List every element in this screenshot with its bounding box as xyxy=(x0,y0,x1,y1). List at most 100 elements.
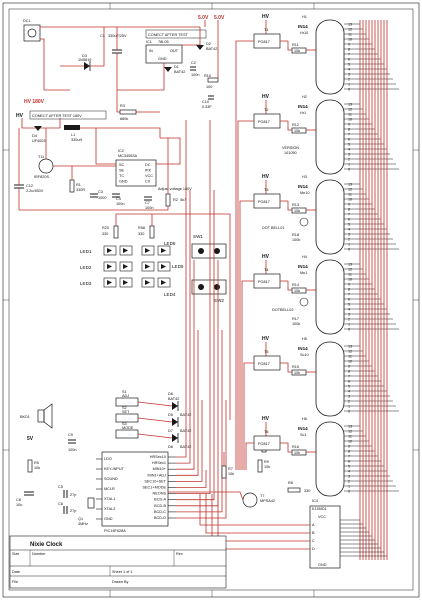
c8-value: 10u xyxy=(16,503,22,507)
opto-label: T3 xyxy=(264,188,268,192)
d1-part: BAT42 xyxy=(174,70,185,74)
driver-t3: HVT3PO817R1310kH3IN14Mn10131211109876543… xyxy=(239,174,399,470)
d2-part: BAT42 xyxy=(206,47,217,51)
pic-pin-ldo: LDO xyxy=(104,457,112,461)
connect-note-box xyxy=(145,29,207,39)
r18-label: R18 xyxy=(292,233,299,237)
tb-file: File xyxy=(12,580,18,584)
led-symbol xyxy=(123,248,128,253)
nixie-pin: 8 xyxy=(348,450,350,454)
nixie-pin: 10 xyxy=(348,360,352,364)
nixie-pin: 12 xyxy=(348,350,352,354)
led-section: R20 330 R58 330 LED1 LED2 LED3 LED6 LED5… xyxy=(80,213,231,420)
led-symbol xyxy=(161,280,166,285)
nixie-type: IN14 xyxy=(298,426,308,431)
nixie-tube xyxy=(315,99,345,175)
hv-label: HV xyxy=(262,174,270,180)
ic4-part: K155ID1 xyxy=(312,507,327,511)
r58-value: 330 xyxy=(138,232,144,236)
nixie-pin: 10 xyxy=(348,278,352,282)
driver-resistor xyxy=(291,287,307,294)
resistor-value: 10k xyxy=(294,209,300,213)
nixie-pin: 4 xyxy=(348,228,350,232)
r5-value: 10k xyxy=(34,466,40,470)
r5-resistor xyxy=(27,459,33,473)
opto-label: T2 xyxy=(264,108,268,112)
led-symbol xyxy=(161,264,166,269)
sw2-switch[interactable] xyxy=(191,279,227,295)
dc-jack xyxy=(23,24,41,42)
nixie-pin: 9 xyxy=(348,283,350,287)
t7-label: T7 xyxy=(260,494,264,498)
sw1-switch[interactable] xyxy=(191,243,227,259)
nixie-type: IN14 xyxy=(298,24,308,29)
nixie-pin: 13 xyxy=(348,263,352,267)
r2-label: R2 xyxy=(173,198,178,202)
c10-label: C10 xyxy=(202,100,209,104)
nixie-pin: 6 xyxy=(348,58,350,62)
resistor-value: 10k xyxy=(294,451,300,455)
c7-value: 100n xyxy=(145,206,153,210)
resistor-value: 10k xyxy=(294,49,300,53)
led6-label: LED6 xyxy=(164,241,176,246)
pic-right-pins: HRSec10HRSec1MIN10+MIN1+ADJSEC10+SETSEC1… xyxy=(142,120,227,520)
led-symbol xyxy=(145,264,150,269)
neon-dot-2 xyxy=(299,297,309,307)
nixie-position: Hr1 xyxy=(300,111,306,115)
resistor-label: R12 xyxy=(292,123,299,127)
d8-label: D8 xyxy=(168,445,173,449)
led3-label: LED3 xyxy=(80,281,92,286)
ic1-pin-gnd: GND xyxy=(158,57,167,61)
nixie-pin: 3 xyxy=(348,313,350,317)
driver-t6: HVT6PO817R1610kH6IN14Sc11312111098765432… xyxy=(245,416,399,497)
s3-button[interactable] xyxy=(115,429,139,439)
nixie-pin: 9 xyxy=(348,123,350,127)
ic4-pin-c: C xyxy=(312,539,315,543)
nixie-pin: 5 xyxy=(348,385,350,389)
d8-part: BAT42 xyxy=(180,445,191,449)
nixie-pin: 13 xyxy=(348,103,352,107)
nixie-pin: 3 xyxy=(348,395,350,399)
r18-value: 100k xyxy=(292,238,300,242)
ic4-pin-d: D xyxy=(312,547,315,551)
led-r2-c3 xyxy=(157,277,171,288)
c2-value: 100n xyxy=(191,73,199,77)
s1-button[interactable] xyxy=(115,397,139,407)
pic-pin-neons: NEONS xyxy=(152,492,166,496)
r7-value: 10k xyxy=(228,472,234,476)
r10-label: R10 xyxy=(204,74,211,78)
nixie-position: Mn1 xyxy=(300,271,307,275)
nixie-pin: 6 xyxy=(348,138,350,142)
nixie-pin: 12 xyxy=(348,268,352,272)
nixie-pin: 1 xyxy=(348,243,350,247)
tb-number: Number xyxy=(32,552,46,556)
nixie-type: IN14 xyxy=(298,104,308,109)
resistor-label: R13 xyxy=(292,203,299,207)
r3-value: 680k xyxy=(120,117,128,121)
opto-part: PO817 xyxy=(258,280,270,284)
outer-frame xyxy=(2,2,420,598)
nixie-position: Mn10 xyxy=(300,191,310,195)
tb-rev: Rev xyxy=(176,552,183,556)
nixie-pin: 4 xyxy=(348,390,350,394)
nixie-pin: 0 xyxy=(348,490,350,494)
d5-label: D5 xyxy=(168,413,173,417)
driver-t4: HVT4PO817R1410kH4IN14Mn11312111098765432… xyxy=(241,254,399,470)
s2-button[interactable] xyxy=(115,413,139,423)
r7-resistor xyxy=(221,465,227,479)
nixie-type: IN14 xyxy=(298,184,308,189)
c5-value: 27p xyxy=(70,493,76,497)
nixie-pin: 10 xyxy=(348,38,352,42)
nixie-pin: 11 xyxy=(348,33,352,37)
nixie-pin: 1 xyxy=(348,485,350,489)
nixie-tube xyxy=(315,179,345,255)
opto-part: PO817 xyxy=(258,120,270,124)
nixie-type: IN14 xyxy=(298,264,308,269)
led-r1-c3 xyxy=(157,261,171,272)
frame-ticks xyxy=(3,3,419,597)
nixie-pin: 11 xyxy=(348,435,352,439)
ic2-pin-vcc: VCC xyxy=(145,174,153,178)
nixie-pin: 13 xyxy=(348,23,352,27)
driver-resistor xyxy=(291,369,307,376)
